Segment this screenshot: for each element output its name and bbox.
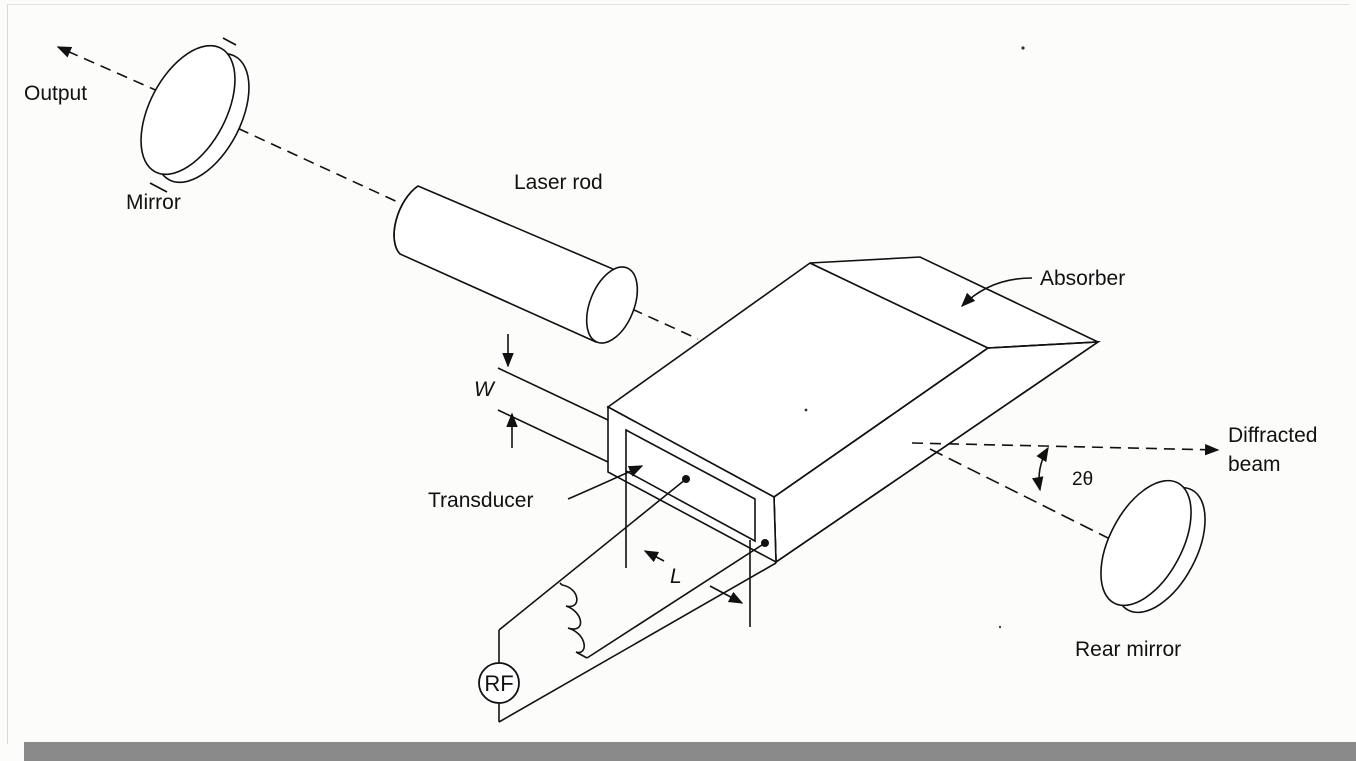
front-mirror — [140, 37, 250, 193]
rf-source: RF — [478, 662, 520, 704]
transducer-pointer — [567, 465, 644, 500]
rear-mirror-label: Rear mirror — [1075, 638, 1181, 661]
bottom-bar — [24, 742, 1356, 761]
diffracted-beam — [911, 442, 1220, 456]
diffracted-beam-label-line2: beam — [1228, 453, 1281, 476]
laser-rod — [393, 185, 639, 344]
output-beam — [56, 46, 699, 340]
modulator-block — [606, 256, 1101, 564]
angle-label: 2θ — [1072, 469, 1093, 490]
l-dimension — [625, 471, 751, 627]
transducer-label: Transducer — [428, 489, 533, 512]
rear-mirror — [1100, 479, 1206, 614]
rf-circuit — [498, 478, 777, 723]
absorber-label: Absorber — [1040, 267, 1125, 290]
frame-top-border — [7, 4, 1350, 5]
absorber-pointer — [960, 277, 1033, 308]
rf-label: RF — [484, 671, 513, 696]
mirror-label: Mirror — [126, 191, 181, 214]
output-label: Output — [24, 82, 87, 105]
laser-rod-label: Laser rod — [514, 171, 603, 194]
speck — [804, 408, 808, 412]
angle-marker — [1032, 446, 1049, 492]
l-label: L — [670, 565, 682, 588]
diffracted-beam-label-line1: Diffracted — [1228, 424, 1318, 447]
speck — [998, 625, 1002, 629]
rear-beam — [929, 448, 1113, 541]
frame-left-border — [7, 4, 8, 744]
speck — [1021, 46, 1025, 50]
w-dimension — [497, 334, 609, 463]
w-label: W — [474, 378, 496, 401]
